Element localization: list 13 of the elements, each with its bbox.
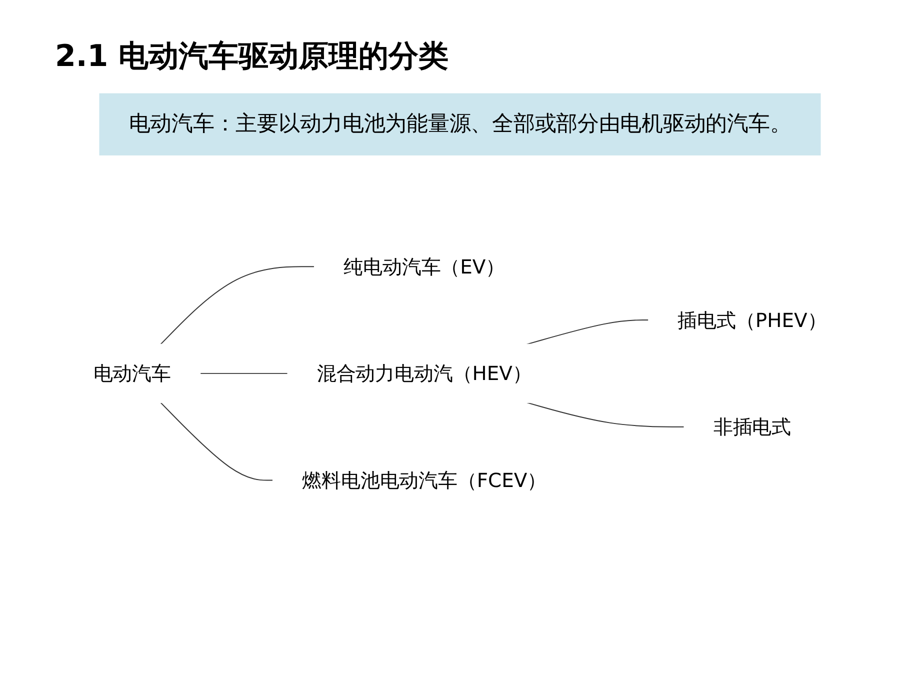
connector — [526, 402, 685, 428]
node-box: 电动汽车：主要以动力电池为能量源、全部或部分由电机驱动的汽车。 — [99, 93, 821, 156]
node-text: 插电式（PHEV） — [678, 308, 827, 332]
title: 2.1 电动汽车驱动原理的分类 — [54, 38, 450, 76]
node-text: 混合动力电动汽（HEV） — [316, 362, 532, 386]
connector — [526, 320, 650, 345]
node-text: 纯电动汽车（EV） — [344, 254, 506, 278]
connector — [160, 402, 274, 481]
connector — [200, 372, 288, 374]
node-text: 电动汽车 — [93, 362, 171, 386]
connector — [160, 266, 315, 345]
node-text: 燃料电池电动汽车（FCEV） — [302, 468, 547, 492]
node-text: 非插电式 — [713, 415, 792, 438]
